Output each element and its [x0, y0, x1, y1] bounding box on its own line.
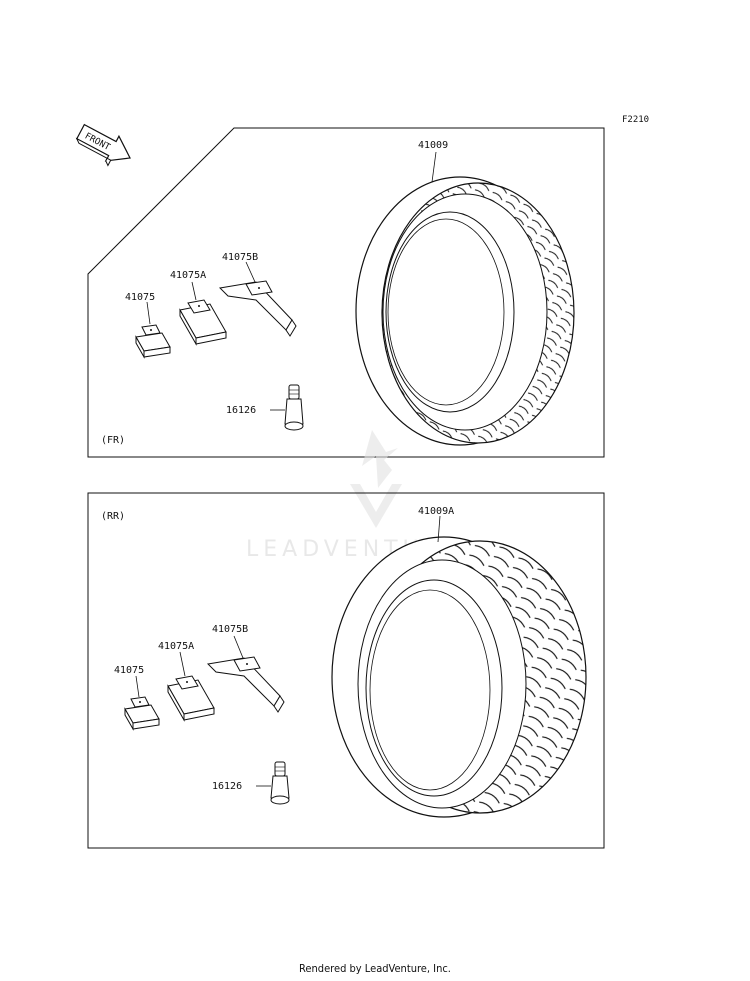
rear-weight-41075b[interactable] — [206, 656, 285, 713]
rear-tire[interactable] — [331, 536, 587, 818]
front-weight-41075a-label: 41075A — [170, 270, 206, 281]
front-panel: (FR) 41009 41075 410 — [87, 127, 605, 458]
front-weight-41075a[interactable] — [179, 299, 227, 346]
front-weight-41075-label: 41075 — [125, 292, 155, 303]
front-weight-41075b-label: 41075B — [222, 252, 258, 263]
footer-credit: Rendered by LeadVenture, Inc. — [299, 962, 451, 975]
front-weight-41075[interactable] — [135, 324, 171, 359]
front-valve-16126[interactable] — [284, 384, 304, 431]
rear-panel-label: (RR) — [101, 511, 125, 522]
front-valve-16126-label: 16126 — [226, 405, 256, 416]
front-panel-border — [87, 127, 605, 458]
diagram-code: F2210 — [622, 115, 649, 125]
rear-panel: (RR) 41009A 41075 41 — [87, 492, 605, 849]
rear-weight-41075[interactable] — [124, 696, 160, 731]
rear-tire-part-number: 41009A — [418, 506, 454, 517]
front-arrow-icon: FRONT — [75, 123, 131, 167]
front-tire-part-number: 41009 — [418, 140, 448, 151]
rear-weight-41075-label: 41075 — [114, 665, 144, 676]
front-tire[interactable] — [355, 176, 575, 446]
rear-valve-16126[interactable] — [270, 761, 290, 805]
rear-valve-16126-label: 16126 — [212, 781, 242, 792]
rear-weight-41075a[interactable] — [167, 675, 215, 722]
rear-panel-border — [87, 492, 605, 849]
front-panel-label: (FR) — [101, 435, 125, 446]
front-weight-41075b[interactable] — [218, 280, 297, 337]
rear-weight-41075a-label: 41075A — [158, 641, 194, 652]
rear-weight-41075b-label: 41075B — [212, 624, 248, 635]
